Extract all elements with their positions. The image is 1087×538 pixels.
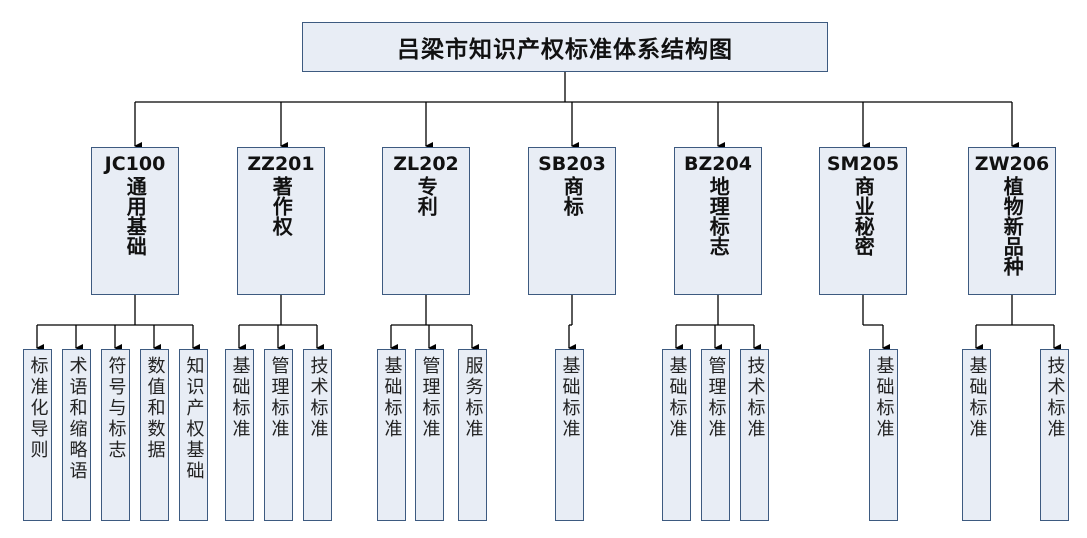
leaf-box: 知识产权基础 <box>179 349 208 521</box>
leaf-box: 管理标准 <box>415 349 444 521</box>
leaf-box: 服务标准 <box>458 349 487 521</box>
leaf-box: 基础标准 <box>869 349 898 521</box>
leaf-box: 基础标准 <box>962 349 991 521</box>
leaf-label: 知识产权基础 <box>183 356 205 482</box>
leaf-box: 技术标准 <box>1040 349 1069 521</box>
leaf-box: 管理标准 <box>264 349 293 521</box>
category-name: 植物新品种 <box>1000 176 1025 276</box>
leaf-box: 基础标准 <box>225 349 254 521</box>
leaf-label: 符号与标志 <box>105 356 127 461</box>
leaf-box: 技术标准 <box>740 349 769 521</box>
category-box-zw206: ZW206 植物新品种 <box>968 147 1056 295</box>
category-box-sm205: SM205 商业秘密 <box>819 147 907 295</box>
leaf-box: 技术标准 <box>303 349 332 521</box>
leaf-box: 基础标准 <box>377 349 406 521</box>
category-name: 地理标志 <box>706 176 731 256</box>
category-name: 通用基础 <box>123 176 148 256</box>
leaf-label: 技术标准 <box>307 356 329 440</box>
category-box-zl202: ZL202 专利 <box>382 147 470 295</box>
category-name: 商业秘密 <box>851 176 876 256</box>
leaf-box: 标准化导则 <box>23 349 52 521</box>
leaf-box: 符号与标志 <box>101 349 130 521</box>
leaf-box: 管理标准 <box>701 349 730 521</box>
category-code: BZ204 <box>684 153 752 175</box>
leaf-label: 管理标准 <box>419 356 441 440</box>
category-code: SB203 <box>538 153 606 175</box>
leaf-box: 基础标准 <box>662 349 691 521</box>
category-box-sb203: SB203 商标 <box>528 147 616 295</box>
leaf-label: 技术标准 <box>744 356 766 440</box>
leaf-label: 服务标准 <box>462 356 484 440</box>
leaf-label: 基础标准 <box>229 356 251 440</box>
leaf-box: 基础标准 <box>555 349 584 521</box>
leaf-box: 术语和缩略语 <box>62 349 91 521</box>
diagram-title-box: 吕梁市知识产权标准体系结构图 <box>302 22 828 72</box>
category-box-bz204: BZ204 地理标志 <box>674 147 762 295</box>
leaf-label: 管理标准 <box>268 356 290 440</box>
leaf-label: 基础标准 <box>381 356 403 440</box>
diagram-title: 吕梁市知识产权标准体系结构图 <box>397 37 733 63</box>
category-name: 专利 <box>414 176 439 216</box>
category-name: 商标 <box>560 176 585 216</box>
category-box-zz201: ZZ201 著作权 <box>237 147 325 295</box>
category-code: SM205 <box>826 153 900 175</box>
leaf-label: 基础标准 <box>559 356 581 440</box>
leaf-box: 数值和数据 <box>140 349 169 521</box>
category-code: ZL202 <box>393 153 459 175</box>
leaf-label: 基础标准 <box>666 356 688 440</box>
category-code: ZZ201 <box>247 153 315 175</box>
leaf-label: 数值和数据 <box>144 356 166 461</box>
category-box-jc100: JC100 通用基础 <box>91 147 179 295</box>
leaf-label: 基础标准 <box>966 356 988 440</box>
category-name: 著作权 <box>269 176 294 236</box>
leaf-label: 管理标准 <box>705 356 727 440</box>
leaf-label: 术语和缩略语 <box>66 356 88 482</box>
leaf-label: 技术标准 <box>1044 356 1066 440</box>
leaf-label: 标准化导则 <box>27 356 49 461</box>
leaf-label: 基础标准 <box>873 356 895 440</box>
category-code: ZW206 <box>974 153 1050 175</box>
category-code: JC100 <box>104 153 166 175</box>
